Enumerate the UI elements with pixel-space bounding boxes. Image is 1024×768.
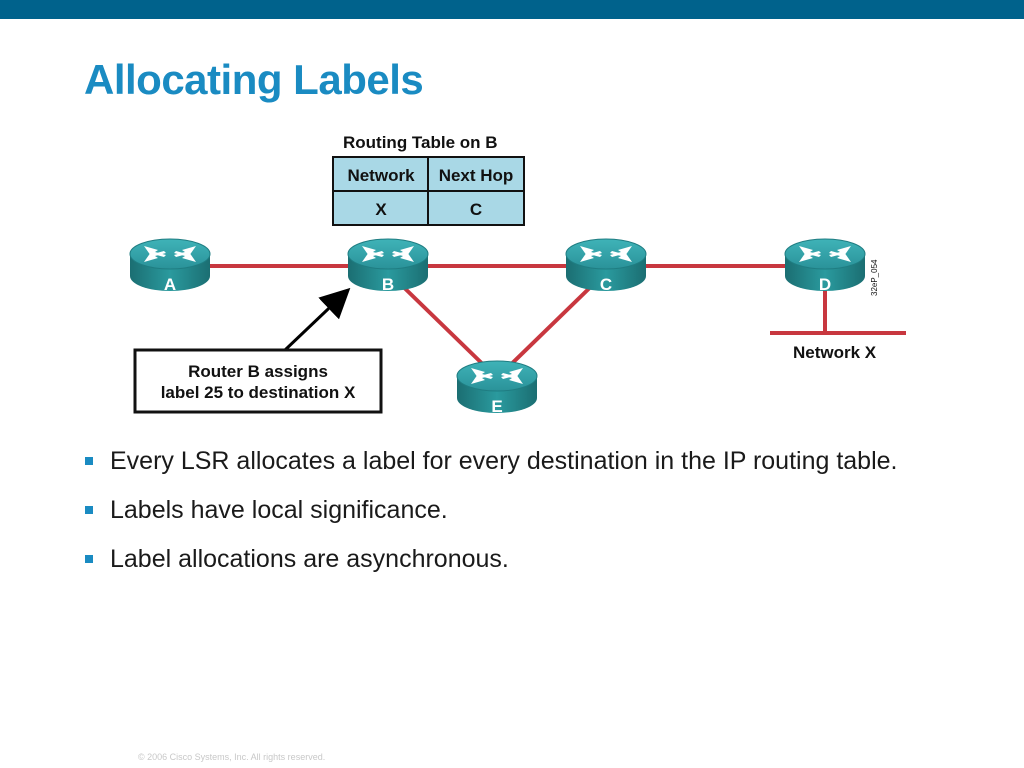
bullet-square-icon bbox=[85, 555, 93, 563]
bullet-text: Label allocations are asynchronous. bbox=[110, 545, 509, 573]
bullet-square-icon bbox=[85, 506, 93, 514]
router-d: D bbox=[784, 238, 866, 294]
router-c-label: C bbox=[600, 275, 612, 294]
routing-table-title: Routing Table on B bbox=[343, 133, 498, 152]
bullet-list: Every LSR allocates a label for every de… bbox=[84, 446, 944, 593]
router-a: A bbox=[129, 238, 211, 294]
slide-title: Allocating Labels bbox=[84, 56, 424, 103]
table-header-network: Network bbox=[347, 166, 415, 185]
callout-line-1: Router B assigns bbox=[188, 362, 328, 381]
copyright-notice: © 2006 Cisco Systems, Inc. All rights re… bbox=[138, 752, 326, 762]
callout-arrow bbox=[283, 287, 351, 352]
bullet-text: Every LSR allocates a label for every de… bbox=[110, 447, 898, 475]
router-e: E bbox=[456, 360, 538, 416]
callout-box bbox=[133, 348, 383, 414]
router-a-label: A bbox=[164, 275, 176, 294]
router-b: B bbox=[347, 238, 429, 294]
table-cell-next-hop: C bbox=[470, 200, 482, 219]
router-c: C bbox=[565, 238, 647, 294]
bullet-text: Labels have local significance. bbox=[110, 496, 448, 524]
network-x-label: Network X bbox=[793, 343, 877, 362]
callout: Router B assigns label 25 to destination… bbox=[133, 287, 383, 414]
bullet-square-icon bbox=[85, 457, 93, 465]
link-c-e bbox=[495, 270, 608, 380]
router-d-label: D bbox=[819, 275, 831, 294]
network-links bbox=[170, 264, 825, 380]
figure-id: 32eP_054 bbox=[870, 259, 879, 296]
network-diagram: Network X A B C D E 32eP_054 Routing Tab… bbox=[129, 133, 906, 416]
header-bar bbox=[0, 0, 1024, 19]
bullet-item: Every LSR allocates a label for every de… bbox=[84, 446, 944, 477]
callout-line-2: label 25 to destination X bbox=[161, 383, 356, 402]
table-header-next-hop: Next Hop bbox=[439, 166, 514, 185]
network-x-segment bbox=[770, 285, 906, 335]
bullet-item: Label allocations are asynchronous. bbox=[84, 544, 944, 575]
bullet-item: Labels have local significance. bbox=[84, 495, 944, 526]
router-e-label: E bbox=[491, 397, 502, 416]
router-b-label: B bbox=[382, 275, 394, 294]
link-b-e bbox=[386, 270, 499, 380]
table-cell-network: X bbox=[375, 200, 387, 219]
routing-table: Routing Table on B Network Next Hop X C bbox=[332, 133, 525, 226]
